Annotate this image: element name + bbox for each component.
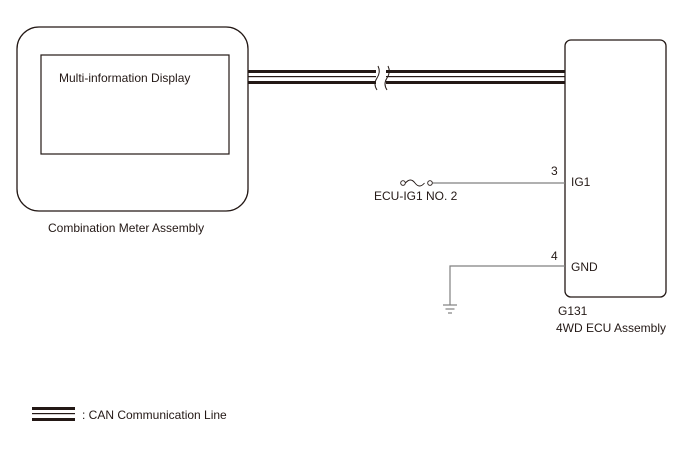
- can-line-icon: [32, 407, 75, 421]
- ground-icon: [443, 304, 457, 314]
- fuse-label: ECU-IG1 NO. 2: [374, 189, 458, 203]
- multi-information-display-label: Multi-information Display: [59, 71, 191, 85]
- 4wd-ecu-box: [564, 39, 667, 298]
- ecu-connector-label: G131: [558, 304, 588, 318]
- can-communication-line: [248, 65, 565, 91]
- combination-meter-label: Combination Meter Assembly: [48, 221, 205, 235]
- line-break-mark: [384, 65, 390, 91]
- pin-ig1-label: IG1: [571, 175, 591, 189]
- gnd-wire: [449, 265, 565, 305]
- combination-meter-box: [16, 26, 249, 212]
- pin-4-number: 4: [551, 249, 558, 263]
- legend-can-label: : CAN Communication Line: [82, 408, 227, 422]
- multi-information-display-box: [40, 54, 230, 155]
- ecu-name-label: 4WD ECU Assembly: [556, 321, 667, 335]
- pin-gnd-label: GND: [571, 260, 598, 274]
- line-break-mark: [374, 65, 380, 91]
- fuse-icon: [400, 179, 433, 187]
- pin-3-number: 3: [551, 164, 558, 178]
